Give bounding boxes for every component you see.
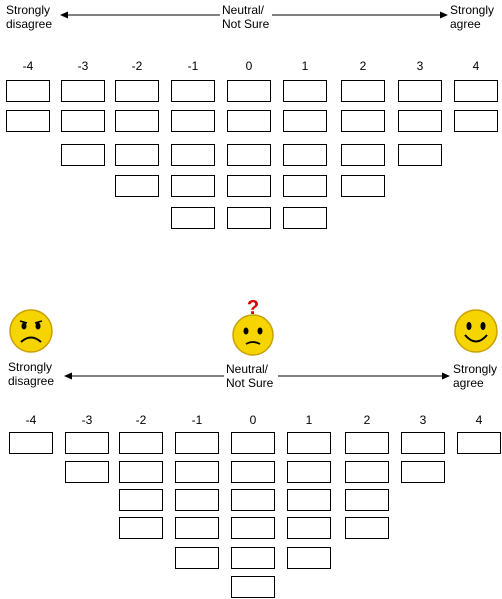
sort-cell[interactable] [341,110,385,132]
sort-cell[interactable] [398,80,442,102]
sort-cell[interactable] [171,144,215,166]
column-label: 3 [419,413,427,427]
sort-cell[interactable] [283,110,327,132]
sort-cell[interactable] [345,489,389,511]
sort-cell[interactable] [454,80,498,102]
strongly-disagree-label: Strongly disagree [8,360,55,388]
sort-cell[interactable] [227,175,271,197]
right-arrow [278,372,450,380]
sad-face-icon [9,309,53,353]
column-label: 2 [359,59,367,73]
sort-cell[interactable] [227,144,271,166]
sort-cell[interactable] [231,547,275,569]
sort-cell[interactable] [287,461,331,483]
sort-cell[interactable] [175,517,219,539]
sort-cell[interactable] [287,432,331,454]
sort-cell[interactable] [231,432,275,454]
sort-cell[interactable] [115,110,159,132]
sort-cell[interactable] [398,144,442,166]
column-label: 4 [475,413,483,427]
sort-cell[interactable] [9,432,53,454]
sort-cell[interactable] [175,461,219,483]
left-arrow [60,11,220,19]
sort-cell[interactable] [227,80,271,102]
column-label: -4 [22,59,34,73]
sort-cell[interactable] [401,461,445,483]
column-label: -2 [131,59,143,73]
sort-cell[interactable] [231,517,275,539]
sort-cell[interactable] [341,144,385,166]
strongly-agree-label: Strongly agree [453,362,498,390]
sort-cell[interactable] [119,432,163,454]
column-label: -2 [135,413,147,427]
sort-cell[interactable] [454,110,498,132]
sort-cell[interactable] [119,489,163,511]
sort-cell[interactable] [175,489,219,511]
svg-text:?: ? [247,297,259,319]
sort-cell[interactable] [65,432,109,454]
sort-cell[interactable] [341,80,385,102]
sort-cell[interactable] [227,110,271,132]
sort-cell[interactable] [287,489,331,511]
sort-cell[interactable] [401,432,445,454]
column-label: 0 [245,59,253,73]
column-label: 1 [305,413,313,427]
sort-cell[interactable] [287,547,331,569]
column-label: 3 [416,59,424,73]
sort-cell[interactable] [287,517,331,539]
neutral-label: Neutral/ Not Sure [222,3,270,31]
sort-cell[interactable] [171,110,215,132]
column-label: -3 [77,59,89,73]
happy-face-icon [454,309,498,353]
sort-cell[interactable] [283,175,327,197]
column-label: -1 [191,413,203,427]
sort-cell[interactable] [171,80,215,102]
sort-cell[interactable] [345,432,389,454]
sort-cell[interactable] [231,461,275,483]
sort-cell[interactable] [341,175,385,197]
right-arrow [272,11,448,19]
sort-cell[interactable] [6,110,50,132]
sort-cell[interactable] [119,517,163,539]
sort-cell[interactable] [398,110,442,132]
column-label: -4 [25,413,37,427]
sort-cell[interactable] [283,80,327,102]
sort-cell[interactable] [283,207,327,229]
sort-cell[interactable] [6,80,50,102]
column-label: 4 [472,59,480,73]
column-label: 1 [301,59,309,73]
sort-cell[interactable] [115,175,159,197]
sort-cell[interactable] [65,461,109,483]
sort-cell[interactable] [457,432,501,454]
column-label: 2 [363,413,371,427]
left-arrow [64,372,224,380]
sort-cell[interactable] [227,207,271,229]
sort-cell[interactable] [119,461,163,483]
neutral-label: Neutral/ Not Sure [226,362,274,390]
sort-cell[interactable] [231,489,275,511]
sort-cell[interactable] [231,576,275,598]
sort-cell[interactable] [283,144,327,166]
strongly-disagree-label: Strongly disagree [6,3,53,31]
sort-cell[interactable] [115,80,159,102]
column-label: -3 [81,413,93,427]
sort-cell[interactable] [61,144,105,166]
sort-cell[interactable] [115,144,159,166]
sort-cell[interactable] [175,432,219,454]
sort-cell[interactable] [345,517,389,539]
column-label: -1 [187,59,199,73]
column-label: 0 [249,413,257,427]
sort-cell[interactable] [175,547,219,569]
sort-cell[interactable] [171,207,215,229]
sort-cell[interactable] [61,110,105,132]
sort-cell[interactable] [171,175,215,197]
sort-cell[interactable] [61,80,105,102]
strongly-agree-label: Strongly agree [450,3,495,31]
confused-face-icon: ? [232,297,274,356]
sort-cell[interactable] [345,461,389,483]
